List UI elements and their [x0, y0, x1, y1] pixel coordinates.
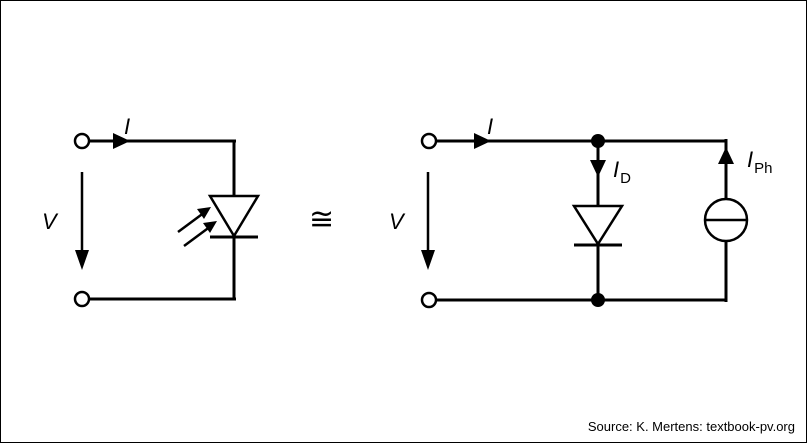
current-source-symbol: [703, 197, 749, 243]
diode-current-label: ID: [613, 157, 631, 187]
right-circuit: I V ID IPh: [389, 114, 772, 309]
right-current-label: I: [487, 114, 493, 139]
left-bottom-terminal: [73, 290, 91, 308]
photo-current-sub: Ph: [754, 160, 772, 177]
right-bottom-terminal: [420, 291, 438, 309]
diode-current-main: I: [613, 157, 619, 182]
right-current-arrow: [474, 133, 491, 149]
right-voltage-arrowhead: [421, 250, 435, 270]
diode-current-arrow: [590, 160, 606, 177]
left-voltage-label: V: [42, 209, 59, 234]
right-top-terminal: [420, 132, 438, 150]
photo-current-label: IPh: [747, 147, 772, 177]
left-top-terminal: [73, 132, 91, 150]
right-voltage-label: V: [389, 209, 406, 234]
photodiode-symbol: [207, 194, 261, 239]
left-circuit: I V: [42, 114, 261, 308]
light-arrows-icon: [177, 207, 217, 248]
diode-symbol: [571, 204, 625, 247]
diode-current-sub: D: [620, 170, 631, 187]
left-voltage-arrowhead: [75, 250, 89, 270]
left-current-label: I: [124, 114, 130, 139]
equivalence-symbol: ≅: [309, 202, 334, 237]
photo-current-main: I: [747, 147, 753, 172]
source-note: Source: K. Mertens: textbook-pv.org: [588, 419, 795, 434]
photo-current-arrow: [718, 147, 734, 164]
left-current-arrow: [113, 133, 130, 149]
